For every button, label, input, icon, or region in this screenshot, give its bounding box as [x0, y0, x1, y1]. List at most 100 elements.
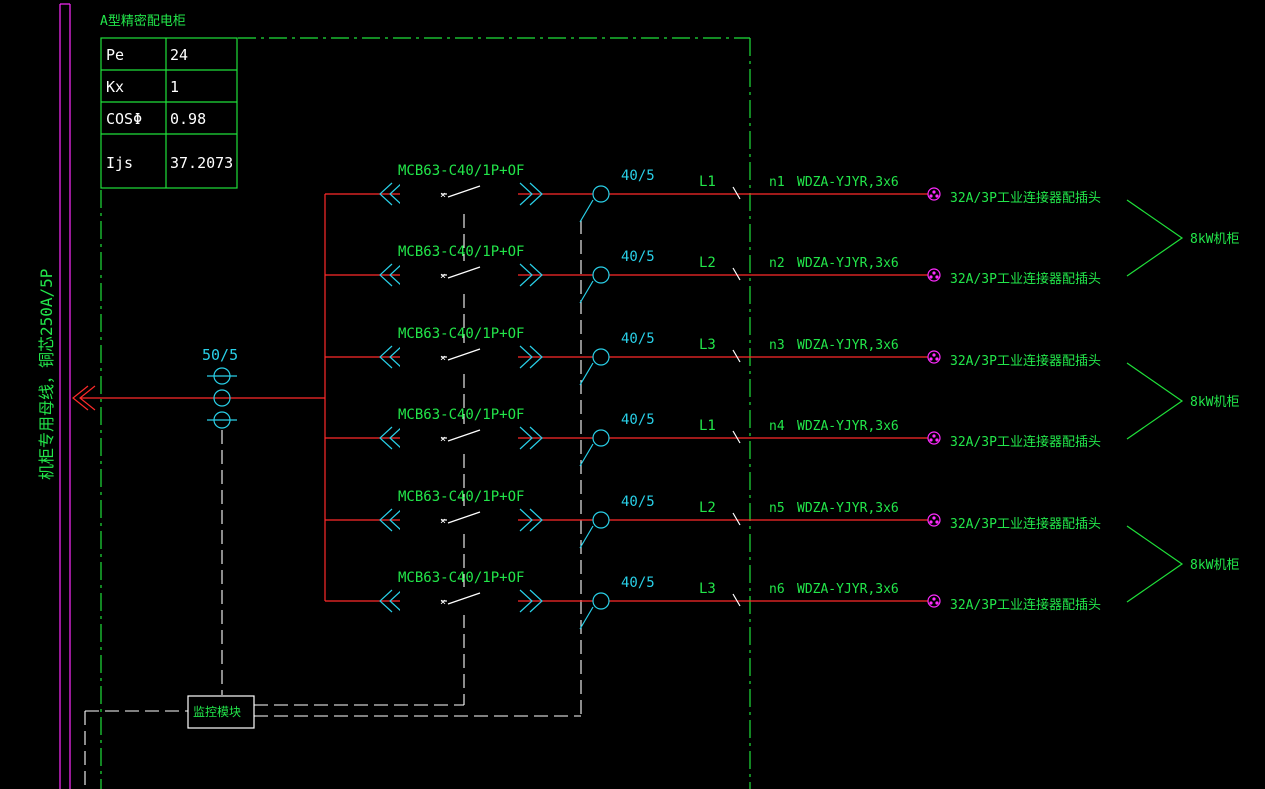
rack-label: 8kW机柜 — [1190, 558, 1239, 573]
main-ct-label: 50/5 — [202, 346, 238, 364]
breaker-symbol: × — [400, 343, 518, 371]
ct-icon — [592, 348, 610, 366]
breaker-symbol: × — [400, 506, 518, 534]
neutral-label: n2 — [769, 256, 785, 271]
socket-icon — [927, 513, 941, 527]
ct-label: 40/5 — [621, 331, 655, 347]
circuit-row: × MCB63-C40/1P+OF 40/5 L1 n1 WDZA-YJYR,3x6 32A… — [325, 163, 1101, 223]
table-label: Kx — [106, 78, 124, 96]
rack-label: 8kW机柜 — [1190, 232, 1239, 247]
plug-in-chevron-left — [379, 426, 403, 450]
circuit-row: × MCB63-C40/1P+OF 40/5 L2 n5 WDZA-YJYR,3x6 32A… — [325, 489, 1101, 549]
breaker-symbol: × — [400, 587, 518, 615]
busbar — [59, 3, 71, 789]
table-label: Pe — [106, 46, 124, 64]
breaker-symbol: × — [400, 261, 518, 289]
table-value: 37.2073 — [170, 154, 233, 172]
ct-icon — [592, 185, 610, 203]
cabinet-frame — [100, 37, 751, 789]
cable-label: WDZA-YJYR,3x6 — [797, 256, 899, 271]
breaker-label: MCB63-C40/1P+OF — [398, 407, 524, 423]
cable-label: WDZA-YJYR,3x6 — [797, 582, 899, 597]
phase-label: L2 — [699, 255, 716, 271]
neutral-label: n1 — [769, 175, 785, 190]
phase-label: L2 — [699, 500, 716, 516]
terminal-tick — [732, 593, 741, 607]
incoming-feed — [72, 194, 326, 601]
cabinet-title: A型精密配电柜 — [100, 13, 186, 29]
ct-icon — [592, 429, 610, 447]
rack-group: 8kW机柜 — [1126, 362, 1239, 440]
ct-lead — [579, 362, 594, 386]
breaker-cross-icon: × — [440, 516, 446, 527]
ct-icon — [592, 266, 610, 284]
connector-label: 32A/3P工业连接器配插头 — [950, 516, 1101, 532]
busbar-label: 机柜专用母线，铜芯250A/5P — [37, 269, 56, 480]
circuit-row: × MCB63-C40/1P+OF 40/5 L3 n3 WDZA-YJYR,3x6 32A… — [325, 326, 1101, 386]
rack-bracket — [1126, 525, 1184, 603]
ct-label: 40/5 — [621, 575, 655, 591]
ct-label: 40/5 — [621, 412, 655, 428]
cable-label: WDZA-YJYR,3x6 — [797, 419, 899, 434]
breaker-cross-icon: × — [440, 353, 446, 364]
cable-label: WDZA-YJYR,3x6 — [797, 175, 899, 190]
ct-icon — [592, 592, 610, 610]
load-table — [100, 37, 238, 189]
breaker-cross-icon: × — [440, 434, 446, 445]
rack-bracket — [1126, 362, 1184, 440]
phase-label: L1 — [699, 174, 716, 190]
plug-in-chevron-left — [379, 182, 403, 206]
connector-label: 32A/3P工业连接器配插头 — [950, 597, 1101, 613]
breaker-label: MCB63-C40/1P+OF — [398, 489, 524, 505]
breaker-cross-icon: × — [440, 190, 446, 201]
table-value: 0.98 — [170, 110, 206, 128]
rack-group: 8kW机柜 — [1126, 199, 1239, 277]
breaker-label: MCB63-C40/1P+OF — [398, 326, 524, 342]
phase-label: L3 — [699, 337, 716, 353]
connector-label: 32A/3P工业连接器配插头 — [950, 434, 1101, 450]
ct-label: 40/5 — [621, 168, 655, 184]
breaker-label: MCB63-C40/1P+OF — [398, 163, 524, 179]
socket-icon — [927, 350, 941, 364]
neutral-label: n6 — [769, 582, 785, 597]
plug-in-chevron-left — [379, 263, 403, 287]
table-value: 24 — [170, 46, 188, 64]
ct-lead — [579, 606, 594, 630]
connector-label: 32A/3P工业连接器配插头 — [950, 271, 1101, 287]
neutral-label: n3 — [769, 338, 785, 353]
plug-in-chevron-right — [519, 182, 543, 206]
rack-groups: 8kW机柜 8kW机柜 8kW机柜 — [1126, 199, 1239, 603]
neutral-label: n5 — [769, 501, 785, 516]
connector-label: 32A/3P工业连接器配插头 — [950, 190, 1101, 206]
ct-icon — [592, 511, 610, 529]
table-value: 1 — [170, 78, 179, 96]
table-label: COSΦ — [106, 110, 142, 128]
rack-group: 8kW机柜 — [1126, 525, 1239, 603]
breaker-cross-icon: × — [440, 597, 446, 608]
plug-in-chevron-left — [379, 345, 403, 369]
table-label: Ijs — [106, 154, 133, 172]
terminal-tick — [732, 512, 741, 526]
plug-in-chevron-right — [519, 589, 543, 613]
breaker-symbol: × — [400, 424, 518, 452]
cable-label: WDZA-YJYR,3x6 — [797, 501, 899, 516]
cable-label: WDZA-YJYR,3x6 — [797, 338, 899, 353]
plug-in-chevron-left — [379, 589, 403, 613]
monitor-module-label: 监控模块 — [193, 705, 241, 719]
terminal-tick — [732, 349, 741, 363]
plug-in-chevron-right — [519, 426, 543, 450]
terminal-tick — [732, 267, 741, 281]
ct-lead — [579, 525, 594, 549]
ct-lead — [579, 199, 594, 223]
connector-label: 32A/3P工业连接器配插头 — [950, 353, 1101, 369]
ct-label: 40/5 — [621, 249, 655, 265]
phase-label: L3 — [699, 581, 716, 597]
socket-icon — [927, 187, 941, 201]
ct-label: 40/5 — [621, 494, 655, 510]
